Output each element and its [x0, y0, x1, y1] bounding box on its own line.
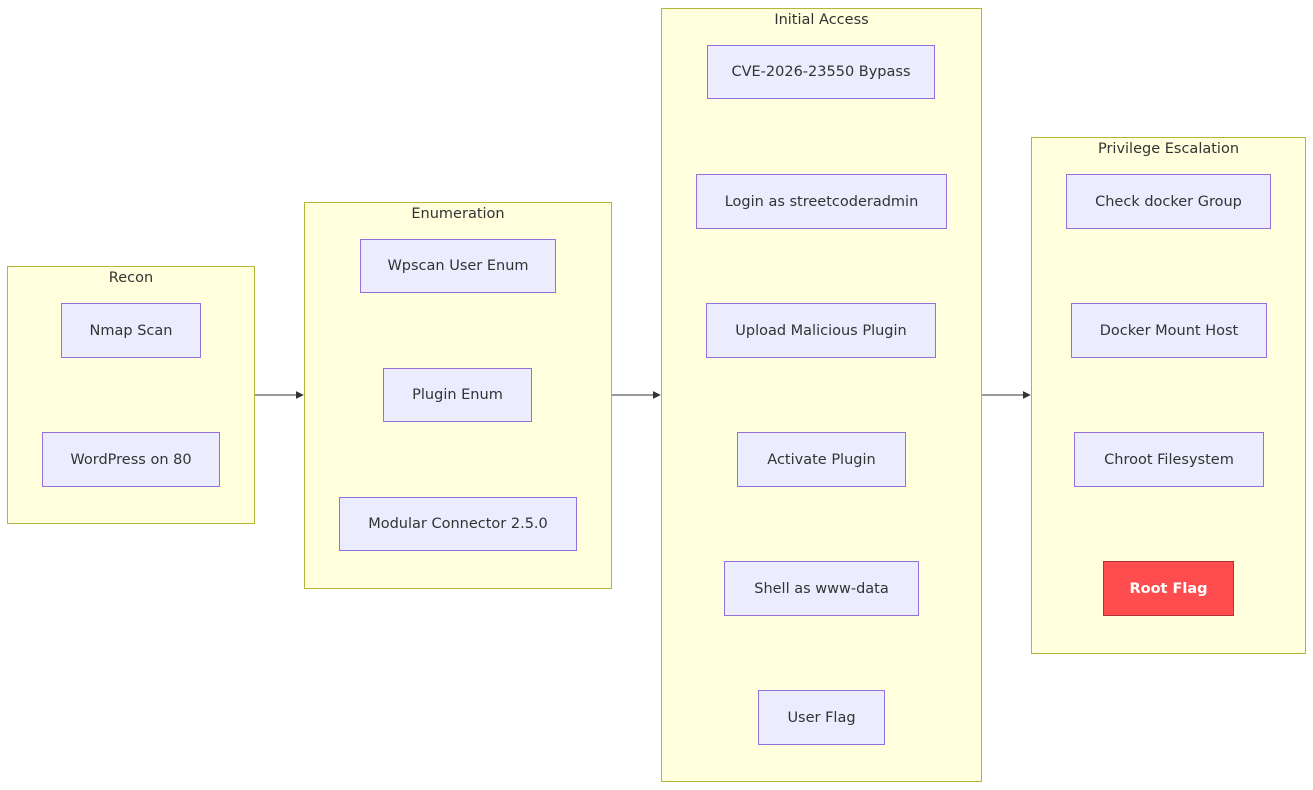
node-check-docker-group: Check docker Group: [1066, 174, 1271, 229]
node-modular-connector: Modular Connector 2.5.0: [339, 497, 577, 551]
cluster-title-privilege-escalation: Privilege Escalation: [1097, 141, 1240, 157]
cluster-title-recon: Recon: [108, 270, 154, 286]
node-cve-bypass: CVE-2026-23550 Bypass: [707, 45, 935, 99]
node-root-flag: Root Flag: [1103, 561, 1234, 616]
node-upload-malicious-plugin: Upload Malicious Plugin: [706, 303, 936, 358]
node-docker-mount-host: Docker Mount Host: [1071, 303, 1267, 358]
cluster-initial-access: Initial Access: [661, 8, 982, 782]
node-plugin-enum: Plugin Enum: [383, 368, 532, 422]
node-user-flag: User Flag: [758, 690, 885, 745]
node-chroot-filesystem: Chroot Filesystem: [1074, 432, 1264, 487]
node-login-admin: Login as streetcoderadmin: [696, 174, 947, 229]
node-shell-www-data: Shell as www-data: [724, 561, 919, 616]
cluster-title-initial-access: Initial Access: [774, 12, 869, 28]
node-activate-plugin: Activate Plugin: [737, 432, 906, 487]
node-wpscan-user-enum: Wpscan User Enum: [360, 239, 556, 293]
node-wordpress-on-80: WordPress on 80: [42, 432, 220, 487]
cluster-title-enumeration: Enumeration: [411, 206, 505, 222]
node-nmap-scan: Nmap Scan: [61, 303, 201, 358]
